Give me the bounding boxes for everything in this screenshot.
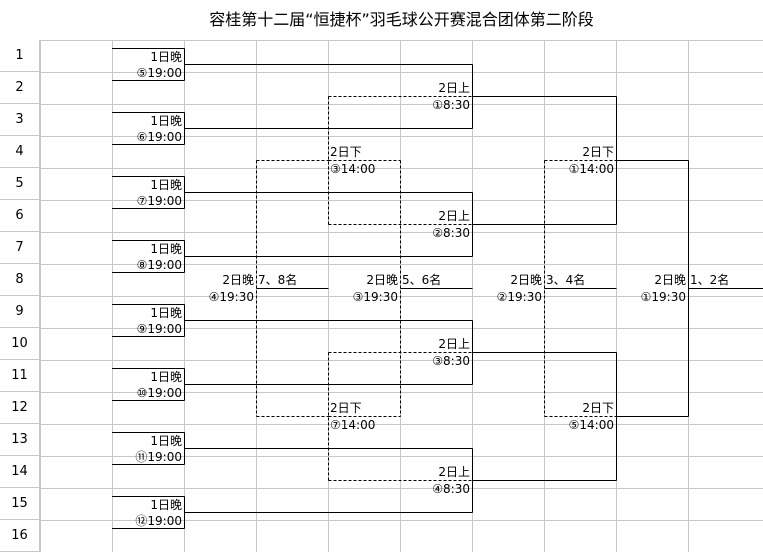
row-header[interactable]: 8 bbox=[0, 264, 40, 296]
match-time-label: ⑤14:00 bbox=[568, 417, 614, 432]
row-header[interactable]: 5 bbox=[0, 168, 40, 200]
match-time-label: ⑫19:00 bbox=[135, 513, 182, 528]
match-day-label: 2日下 bbox=[330, 144, 362, 159]
match-time-label: ①14:00 bbox=[568, 161, 614, 176]
placement-rank-label: 1、2名 bbox=[690, 272, 730, 287]
match-day-label: 1日晚 bbox=[150, 177, 182, 192]
row-header[interactable]: 7 bbox=[0, 232, 40, 264]
row-header[interactable]: 2 bbox=[0, 72, 40, 104]
placement-rank-label: 3、4名 bbox=[546, 272, 586, 287]
match-time-label: ③8:30 bbox=[432, 353, 470, 368]
match-time-label: ⑨19:00 bbox=[136, 321, 182, 336]
placement-rank-label: 7、8名 bbox=[258, 272, 298, 287]
match-day-label: 2日下 bbox=[582, 144, 614, 159]
row-header[interactable]: 10 bbox=[0, 328, 40, 360]
match-time-label: ⑪19:00 bbox=[135, 449, 182, 464]
row-header[interactable]: 3 bbox=[0, 104, 40, 136]
match-day-label: 1日晚 bbox=[150, 369, 182, 384]
row-header[interactable]: 13 bbox=[0, 424, 40, 456]
placement-day-label: 2日晚 bbox=[222, 272, 254, 287]
placement-day-label: 2日晚 bbox=[654, 272, 686, 287]
match-time-label: ③14:00 bbox=[330, 161, 376, 176]
match-day-label: 1日晚 bbox=[150, 113, 182, 128]
match-time-label: ⑦19:00 bbox=[136, 193, 182, 208]
placement-rank-label: 5、6名 bbox=[402, 272, 442, 287]
match-time-label: ⑥19:00 bbox=[136, 129, 182, 144]
match-day-label: 1日晚 bbox=[150, 305, 182, 320]
match-day-label: 1日晚 bbox=[150, 433, 182, 448]
page-title: 容桂第十二届“恒捷杯”羽毛球公开赛混合团体第二阶段 bbox=[209, 10, 594, 29]
placement-day-label: 2日晚 bbox=[366, 272, 398, 287]
match-time-label: ④8:30 bbox=[432, 481, 470, 496]
match-time-label: ⑦14:00 bbox=[330, 417, 376, 432]
match-day-label: 1日晚 bbox=[150, 241, 182, 256]
placement-time-label: ④19:30 bbox=[208, 289, 254, 304]
match-day-label: 2日上 bbox=[438, 336, 470, 351]
row-header[interactable]: 11 bbox=[0, 360, 40, 392]
row-header[interactable]: 6 bbox=[0, 200, 40, 232]
match-day-label: 1日晚 bbox=[150, 49, 182, 64]
row-header[interactable]: 15 bbox=[0, 488, 40, 520]
match-day-label: 1日晚 bbox=[150, 497, 182, 512]
match-time-label: ⑧19:00 bbox=[136, 257, 182, 272]
match-day-label: 2日上 bbox=[438, 80, 470, 95]
match-time-label: ①8:30 bbox=[432, 97, 470, 112]
row-header[interactable]: 4 bbox=[0, 136, 40, 168]
row-header[interactable]: 14 bbox=[0, 456, 40, 488]
row-header[interactable]: 12 bbox=[0, 392, 40, 424]
match-day-label: 2日下 bbox=[330, 400, 362, 415]
match-day-label: 2日下 bbox=[582, 400, 614, 415]
placement-day-label: 2日晚 bbox=[510, 272, 542, 287]
match-time-label: ⑩19:00 bbox=[136, 385, 182, 400]
match-day-label: 2日上 bbox=[438, 208, 470, 223]
placement-time-label: ①19:30 bbox=[640, 289, 686, 304]
row-header[interactable]: 9 bbox=[0, 296, 40, 328]
match-day-label: 2日上 bbox=[438, 464, 470, 479]
placement-time-label: ②19:30 bbox=[496, 289, 542, 304]
row-header[interactable]: 16 bbox=[0, 520, 40, 552]
match-time-label: ②8:30 bbox=[432, 225, 470, 240]
match-time-label: ⑤19:00 bbox=[136, 65, 182, 80]
row-header[interactable]: 1 bbox=[0, 40, 40, 72]
placement-time-label: ③19:30 bbox=[352, 289, 398, 304]
